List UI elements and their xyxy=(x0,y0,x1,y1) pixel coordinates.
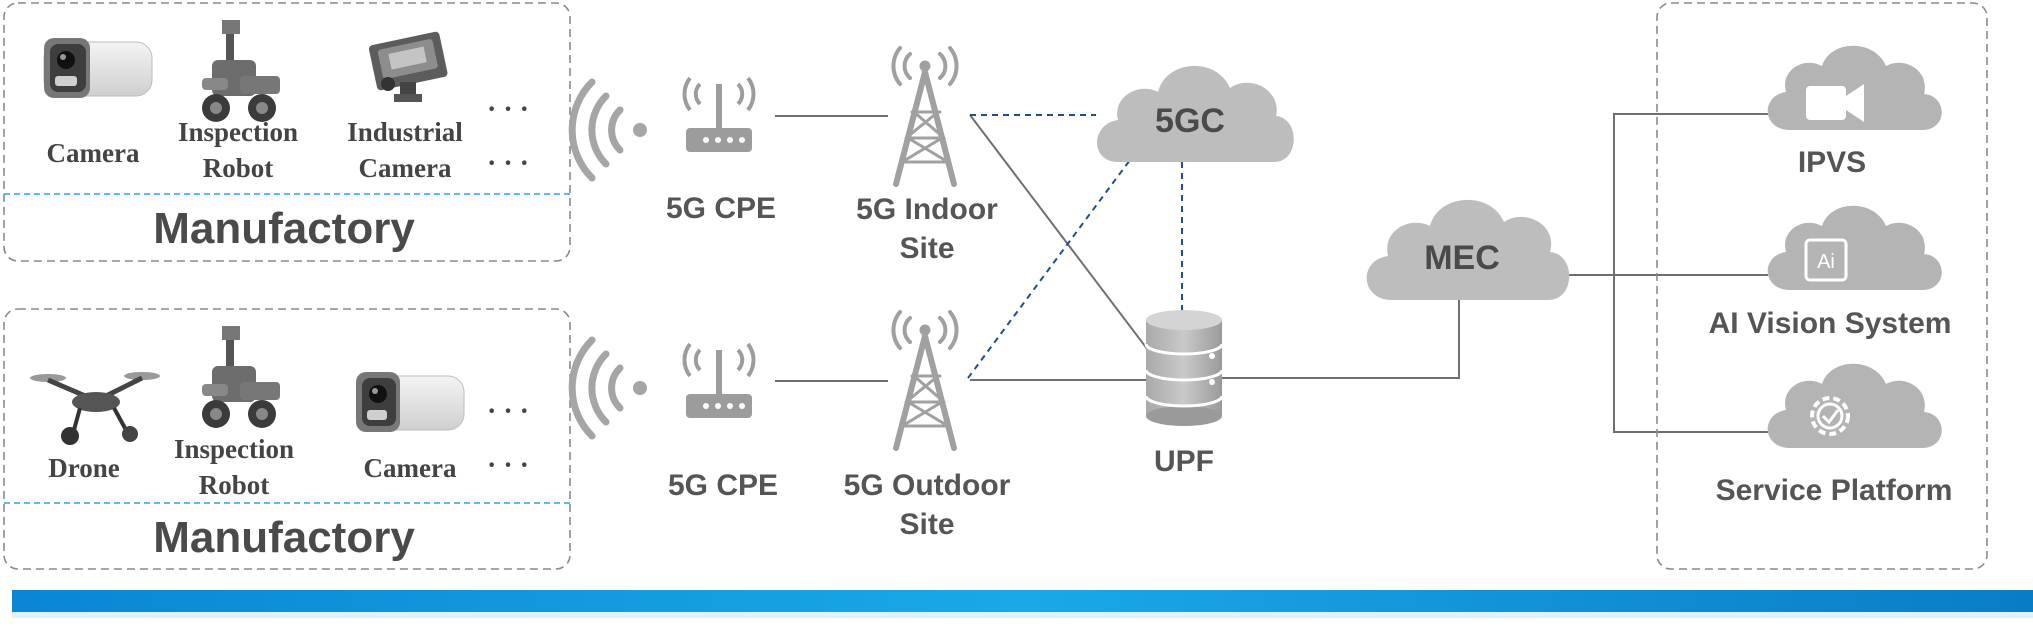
ellipsis: · · · xyxy=(487,450,529,481)
device-label-line2: Robot xyxy=(199,470,270,500)
video-camera-icon xyxy=(1806,84,1864,122)
ai-glyph: Ai xyxy=(1817,251,1835,273)
device-label-line1: Inspection xyxy=(178,117,298,147)
control-plane-links xyxy=(967,114,1183,379)
cpe-label: 5G CPE xyxy=(668,469,778,502)
ai-vision-cloud: Ai xyxy=(1767,205,1942,290)
tower-label-line1: 5G Outdoor xyxy=(844,469,1011,502)
service-platform-cloud xyxy=(1767,363,1942,448)
upf-database-icon xyxy=(1144,310,1224,426)
core-label: 5GC xyxy=(1155,102,1225,140)
robot-icon xyxy=(202,20,280,122)
ellipsis: · · · xyxy=(487,94,529,125)
device-label-line2: Camera xyxy=(359,153,452,183)
wireless-signal-icon xyxy=(568,78,647,182)
tower-label-line2: Site xyxy=(899,508,954,541)
router-icon xyxy=(682,76,756,152)
camera-icon xyxy=(356,372,465,432)
ellipsis: · · · xyxy=(487,396,529,427)
service-label: AI Vision System xyxy=(1709,307,1952,340)
services-box: IPVS Ai AI Vision System Service Platfor… xyxy=(1656,2,1988,570)
device-label-line1: Inspection xyxy=(174,434,294,464)
device-label: Camera xyxy=(364,453,457,483)
ai-icon: Ai xyxy=(1804,238,1848,282)
ellipsis: · · · xyxy=(487,148,529,179)
service-label: IPVS xyxy=(1798,146,1866,179)
ipvs-cloud xyxy=(1767,45,1942,130)
robot-icon xyxy=(202,326,280,428)
tower-label-line2: Site xyxy=(899,232,954,265)
cell-tower-icon xyxy=(891,46,959,187)
mec-label: MEC xyxy=(1424,239,1500,277)
wireless-signal-icon xyxy=(568,336,647,440)
manufactory-title: Manufactory xyxy=(153,204,415,253)
manufactory-bottom-box: Drone Inspection Robot Camera · · · · · … xyxy=(3,308,571,570)
device-label: Drone xyxy=(48,453,120,483)
manufactory-top-box: Camera Inspection Robot Industrial Camer… xyxy=(3,2,571,262)
router-icon xyxy=(682,342,756,418)
bottom-accent-bar xyxy=(12,590,2033,612)
core-cloud: 5GC xyxy=(1097,65,1294,162)
connection-lines xyxy=(775,113,1768,433)
manufactory-title: Manufactory xyxy=(153,513,415,562)
cell-tower-icon xyxy=(891,310,959,451)
service-label: Service Platform xyxy=(1716,474,1953,507)
device-label-line2: Robot xyxy=(203,153,274,183)
cpe-label: 5G CPE xyxy=(666,192,776,225)
drone-icon xyxy=(30,372,160,445)
gear-check-icon xyxy=(1810,396,1850,436)
device-label: Camera xyxy=(47,138,140,168)
camera-icon xyxy=(43,38,153,98)
upf-label: UPF xyxy=(1154,445,1214,478)
device-label-line1: Industrial xyxy=(347,117,463,147)
bottom-accent-shadow xyxy=(12,612,2033,618)
tower-label-line1: 5G Indoor xyxy=(856,193,998,226)
industrial-camera-icon xyxy=(368,31,448,102)
mec-cloud: MEC xyxy=(1366,199,1570,300)
